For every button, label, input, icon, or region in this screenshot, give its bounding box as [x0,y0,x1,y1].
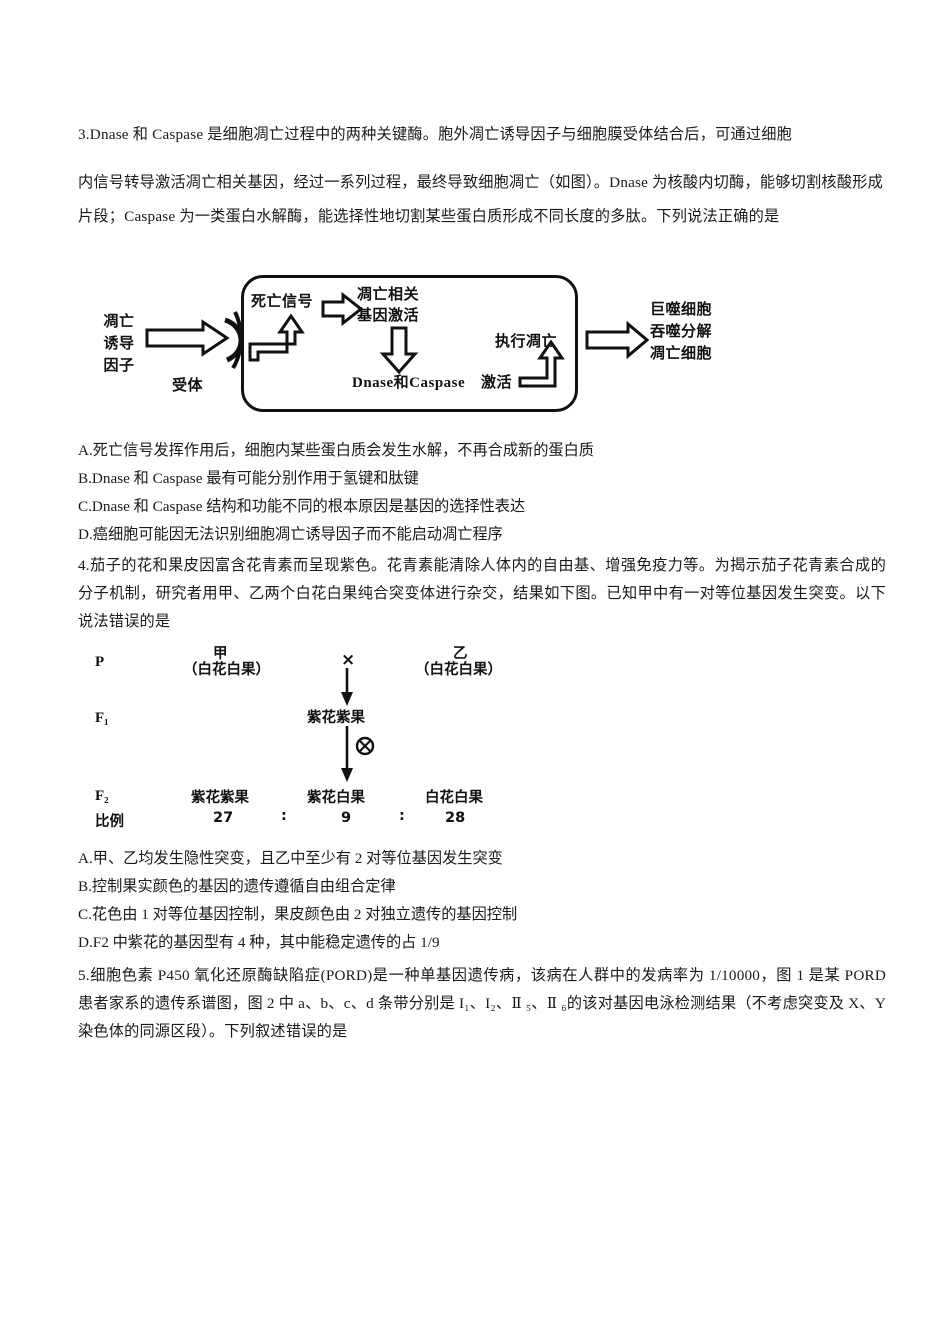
question-3-option-d: D.癌细胞可能因无法识别细胞凋亡诱导因子而不能启动凋亡程序 [78,526,503,543]
label-receptor: 受体 [172,376,204,394]
parent-left-phenotype: （白花白果） [183,662,270,678]
cross-label-ratio: 比例 [95,814,124,830]
parent-left-name: 甲 [213,646,228,662]
f2-ratio-2: 9 [341,810,352,826]
cross-symbol: × [341,650,356,670]
arrow-inducer-to-receptor [145,319,230,357]
question-3-option-c: C.Dnase 和 Caspase 结构和功能不同的根本原因是基因的选择性表达 [78,498,526,515]
figure-apoptosis-pathway: 凋亡 诱导 因子 受体 死亡信号 凋亡相关 基因激活 Dnase和Caspase… [95,268,795,418]
arrow-f1-to-f2-head [341,768,353,782]
macrophage-line-1: 巨噬细胞 [650,300,713,318]
arrow-p-to-f1-head [341,692,353,706]
arrow-deathsignal-to-geneactivation [321,291,364,327]
question-3-option-a: A.死亡信号发挥作用后，细胞内某些蛋白质会发生水解，不再合成新的蛋白质 [78,442,594,459]
arrow-loop-to-deathsignal [248,313,305,362]
question-3-stem-line-1: 3.Dnase 和 Caspase 是细胞凋亡过程中的两种关键酶。胞外凋亡诱导因… [78,126,793,143]
question-4-stem: 4.茄子的花和果皮因富含花青素而呈现紫色。花青素能清除人体内的自由基、增强免疫力… [78,557,886,630]
f2-ratio-3: 28 [445,810,466,826]
f2-phenotype-1: 紫花紫果 [191,790,249,806]
label-apoptosis-inducer: 凋亡 诱导 因子 [95,310,143,376]
label-dnase-caspase: Dnase和Caspase [352,375,466,391]
ratio-colon-1: : [281,808,287,824]
apoptosis-arrows [145,291,650,388]
arrow-geneactivation-to-enzymes [379,326,419,375]
label-activation: 激活 [481,373,513,391]
inducer-line-1: 凋亡 [103,312,135,330]
ratio-colon-2: : [399,808,405,824]
parent-right-phenotype: （白花白果） [415,662,502,678]
question-4-option-a: A.甲、乙均发生隐性突变，且乙中至少有 2 对等位基因发生突变 [78,850,503,867]
label-macrophage: 巨噬细胞 吞噬分解 凋亡细胞 [650,298,712,364]
inducer-line-2: 诱导 [103,334,135,352]
f2-ratio-1: 27 [213,810,234,826]
macrophage-line-3: 凋亡细胞 [650,344,713,362]
gene-activation-line-1: 凋亡相关 [357,285,420,303]
question-5-stem: 5.细胞色素 P450 氧化还原酶缺陷症(PORD)是一种单基因遗传病，该病在人… [78,967,886,1040]
cross-label-f1: F₁ [95,710,109,726]
arrow-activation-to-execute [518,339,565,388]
question-4-option-d: D.F2 中紫花的基因型有 4 种，其中能稳定遗传的占 1/9 [78,934,440,951]
macrophage-line-2: 吞噬分解 [650,322,713,340]
figure-genetic-cross: P F₁ F₂ 比例 甲 （白花白果） × 乙 （白花白果） 紫花紫果 紫花紫果… [95,646,595,830]
self-cross-slash-2 [358,739,372,753]
f2-phenotype-2: 紫花白果 [307,790,365,806]
cross-label-parent: P [95,654,105,670]
f2-phenotype-3: 白花白果 [425,790,483,806]
parent-right-name: 乙 [453,646,468,662]
cross-arrows [341,668,375,782]
gene-activation-line-2: 基因激活 [357,306,420,324]
label-gene-activation: 凋亡相关 基因激活 [357,284,419,326]
inducer-line-3: 因子 [103,356,135,374]
cross-label-f2: F₂ [95,788,109,804]
question-4-option-b: B.控制果实颜色的基因的遗传遵循自由组合定律 [78,878,396,895]
question-3-option-b: B.Dnase 和 Caspase 最有可能分别作用于氢键和肽键 [78,470,419,487]
label-execute-apoptosis: 执行凋亡 [495,332,558,350]
label-death-signal: 死亡信号 [251,292,314,310]
arrow-execute-to-macrophage [585,320,650,360]
question-3-stem-line-2: 内信号转导激活凋亡相关基因，经过一系列过程，最终导致细胞凋亡（如图）。Dnase… [78,174,883,225]
receptor-icon-2 [231,311,243,370]
question-4-option-c: C.花色由 1 对等位基因控制，果皮颜色由 2 对独立遗传的基因控制 [78,906,518,923]
f1-phenotype: 紫花紫果 [307,710,365,726]
